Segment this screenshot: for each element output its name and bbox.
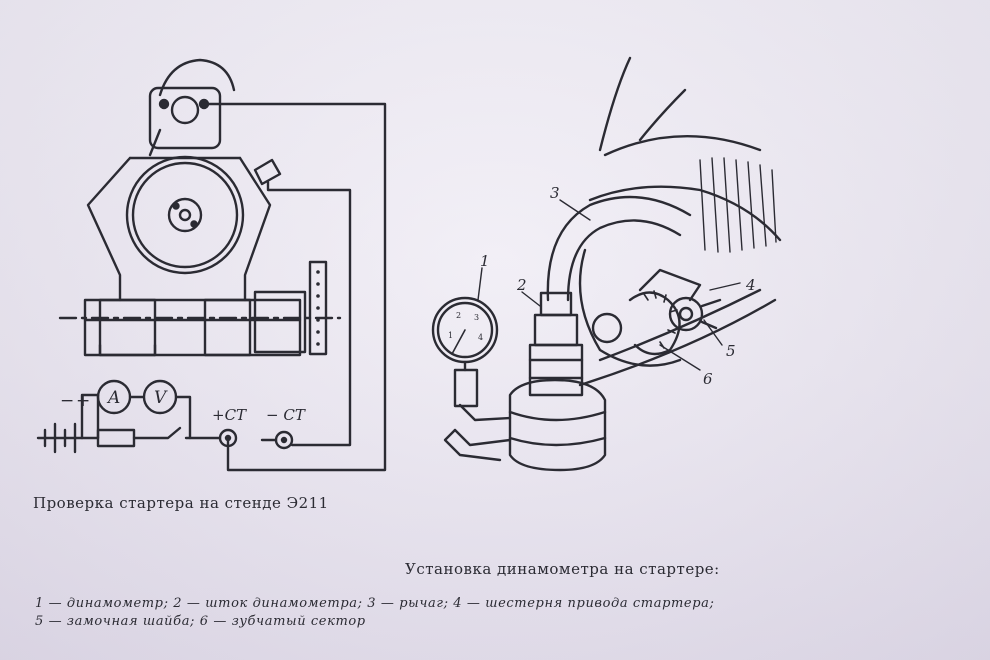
right-figure-caption: Установка динамометра на стартере:: [405, 560, 720, 578]
callout-6: 6: [703, 370, 713, 388]
label-plus-st: +СТ: [212, 406, 247, 424]
dynamometer-column: [528, 343, 584, 397]
gauge-mark-1: 1: [448, 331, 453, 340]
callout-3: 3: [550, 184, 560, 202]
lock-washer: [668, 296, 704, 332]
flywheel-hatching: [699, 157, 777, 253]
casing-edge-2: [638, 88, 687, 142]
gauge-arm: [458, 403, 512, 422]
flywheel-ring: [588, 185, 782, 242]
legend-line-2: 5 — замочная шайба; 6 — зубчатый сектор: [35, 614, 366, 629]
label-minus-left: −: [60, 391, 74, 411]
gauge-mark-4: 4: [478, 333, 483, 342]
label-voltmeter: V: [154, 388, 168, 408]
top-motor-body: [148, 86, 222, 150]
gauge-stem: [453, 368, 479, 408]
frame-right-arm: [238, 156, 272, 302]
label-ammeter: A: [106, 388, 120, 408]
lever-outer: [546, 195, 692, 302]
brake-unit: [253, 290, 307, 354]
label-minus-st: − СТ: [266, 406, 306, 424]
torque-scale: [308, 260, 328, 356]
housing-bottom: [578, 298, 777, 387]
top-motor-bolt: [158, 98, 170, 110]
top-motor-bracket: [148, 128, 162, 157]
gear-teeth: [643, 290, 678, 349]
frame-left-arm: [86, 156, 132, 302]
drive-pinion: [638, 268, 702, 302]
top-motor-hub: [170, 95, 200, 125]
starter-housing: [125, 155, 245, 275]
starter-nose: [578, 248, 682, 367]
wire-top-to-plus-st: [203, 102, 387, 472]
callout-1: 1: [480, 252, 490, 270]
callout-4: 4: [745, 276, 756, 294]
callout-5: 5: [726, 342, 736, 360]
shaft-nut: [539, 291, 573, 317]
bench-base: [83, 298, 302, 357]
locking-washer-boss: [591, 312, 623, 344]
gauge-mark-3: 3: [474, 313, 479, 322]
gauge-mark-2: 2: [456, 311, 461, 320]
gear-sector: [628, 291, 681, 356]
lever-inner: [566, 219, 682, 302]
starter-shaft-flange: [167, 197, 203, 233]
dynamometer-base: [508, 378, 607, 472]
top-motor-cap: [158, 58, 236, 97]
legend-line-1: 1 — динамометр; 2 — шток динамометра; 3 …: [35, 596, 715, 611]
wire-clamp-to-minus-st: [266, 180, 352, 447]
battery-symbol: [43, 422, 77, 454]
starter-shaft: [178, 208, 192, 222]
shaft-collar: [533, 313, 579, 347]
flywheel-top: [603, 134, 762, 157]
callout-2: 2: [516, 276, 527, 294]
casing-edge-1: [598, 56, 632, 152]
clamp-knob: [253, 158, 282, 186]
gauge-needle: [451, 329, 466, 355]
switch: [132, 426, 182, 440]
starter-housing-inner: [131, 161, 239, 269]
label-plus-left: +: [76, 391, 90, 411]
left-figure-caption: Проверка стартера на стенде Э211: [33, 494, 329, 512]
plus-st-terminal: [218, 428, 238, 448]
